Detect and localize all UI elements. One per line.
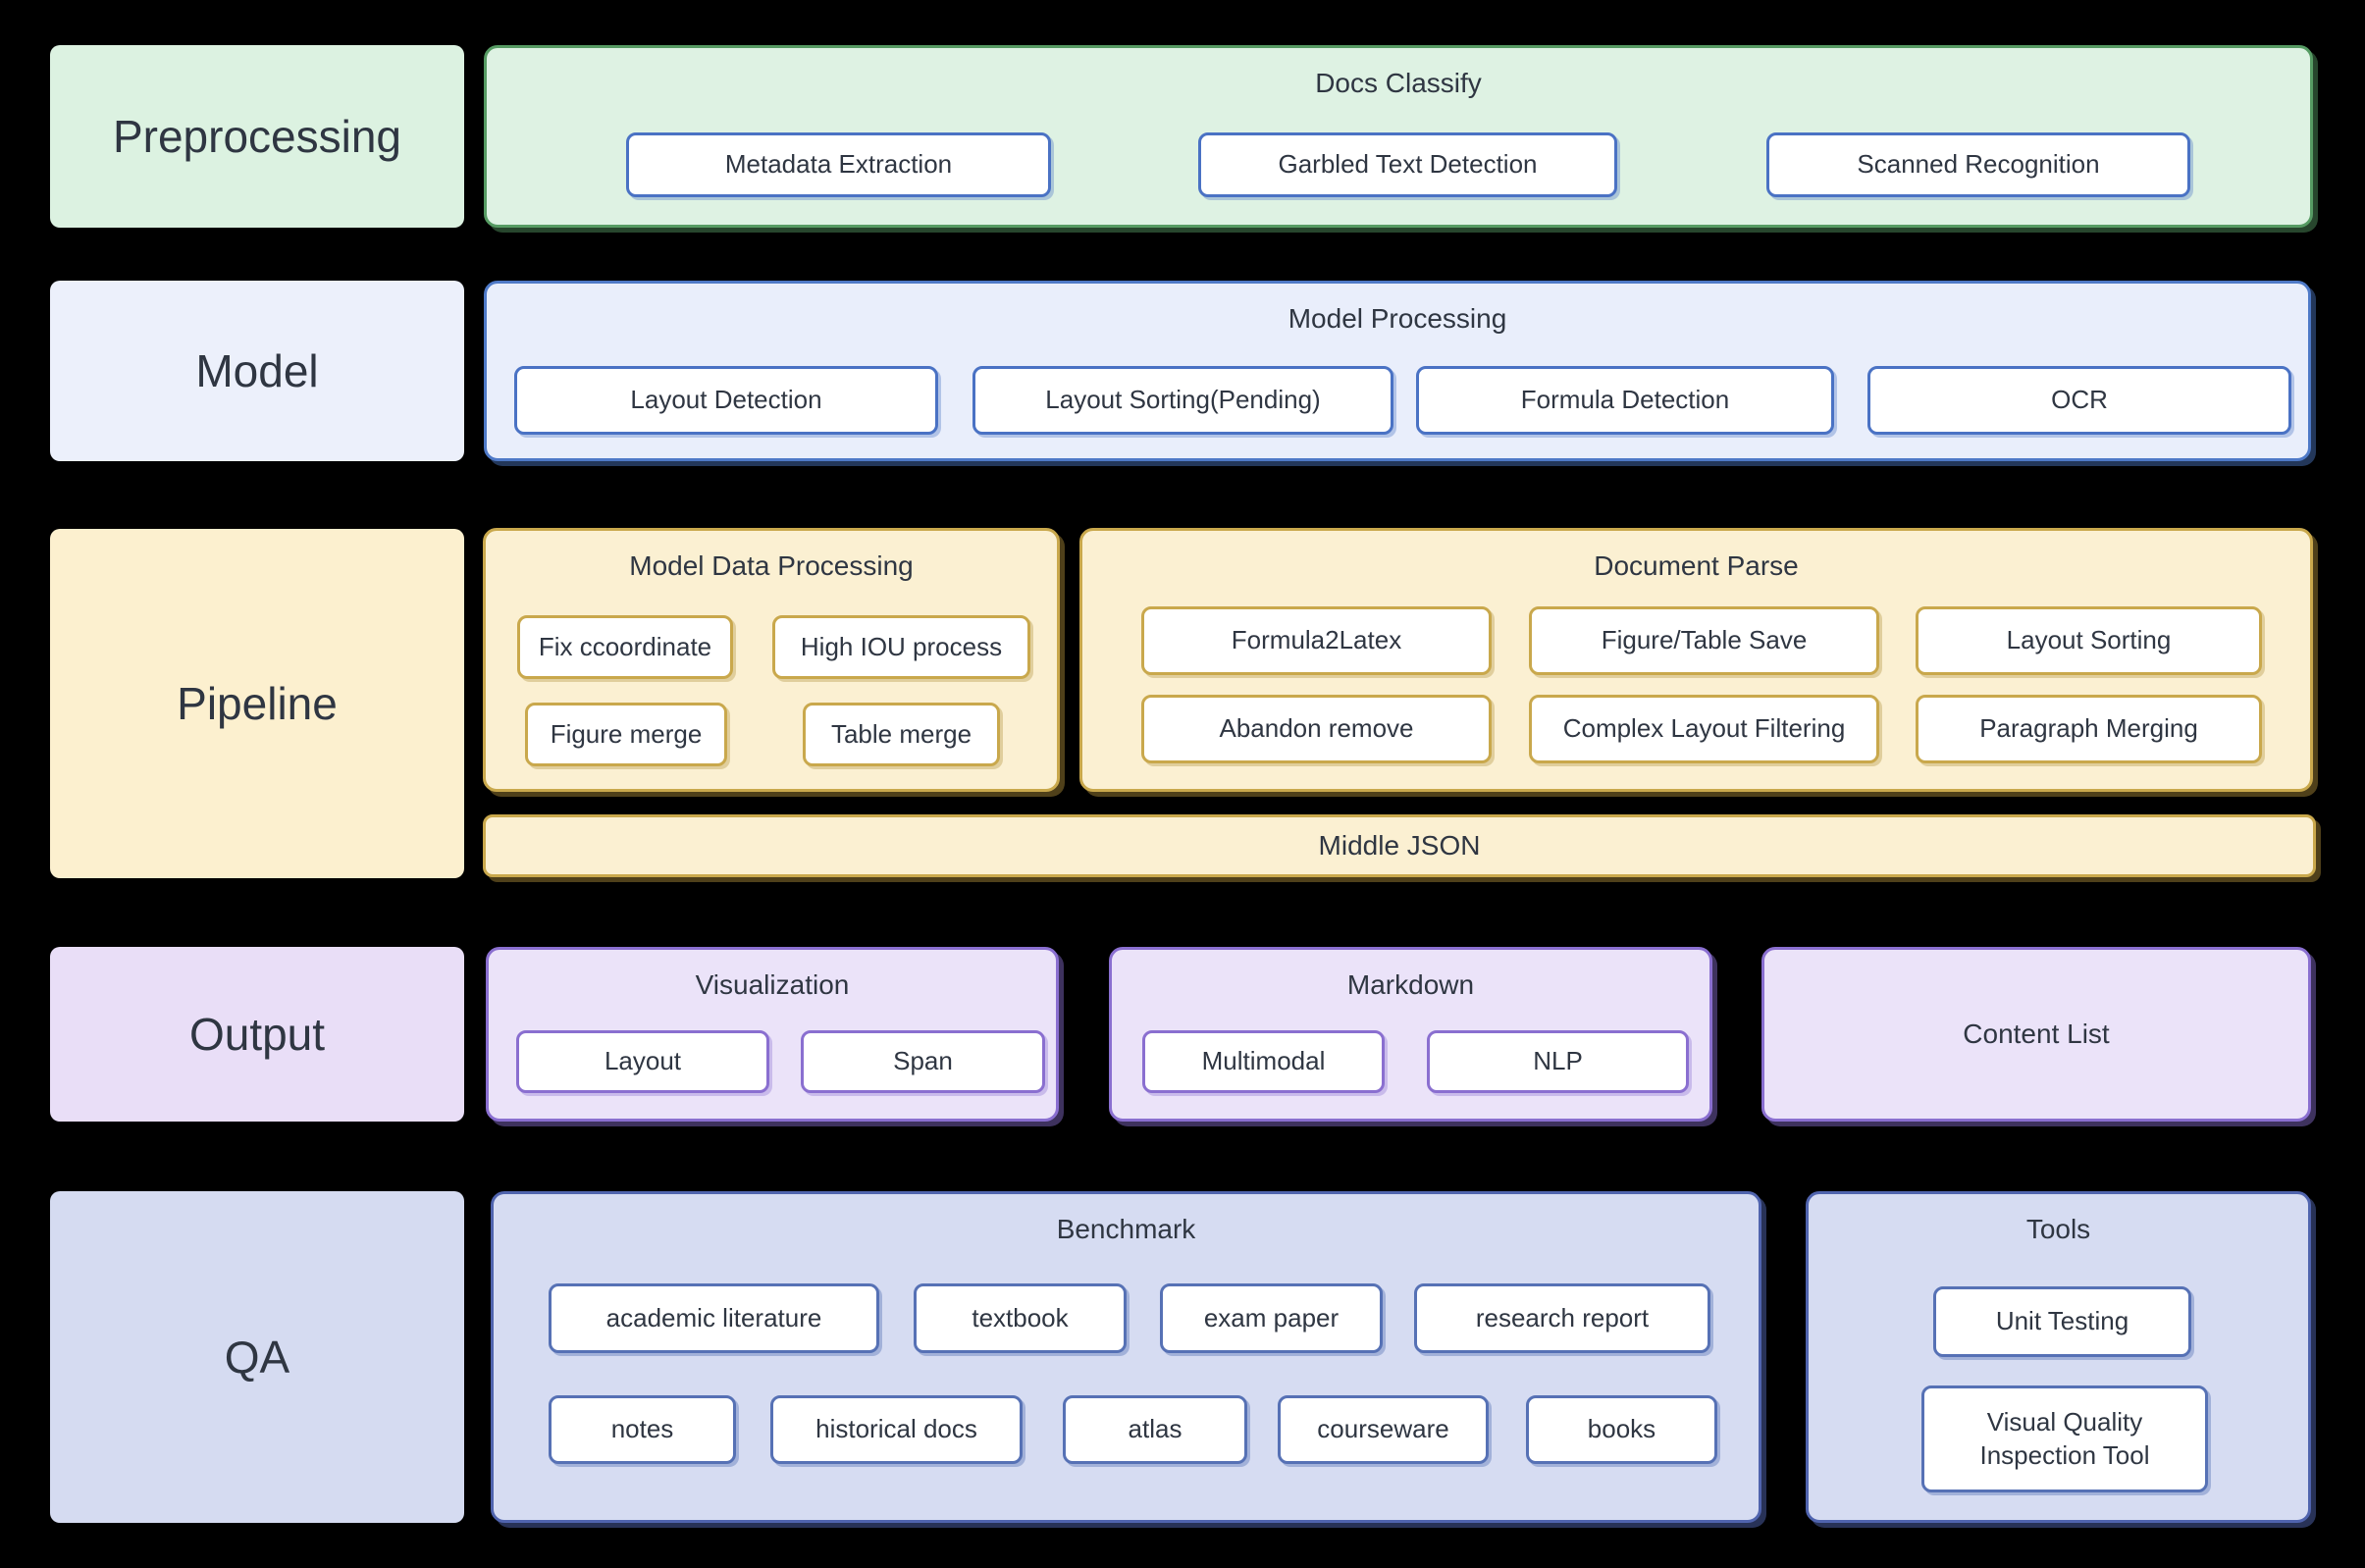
node-exam-paper: exam paper [1160, 1283, 1383, 1353]
visualization-title: Visualization [695, 969, 850, 1000]
row-label-pipeline: Pipeline [50, 529, 464, 878]
node-complex-layout-filtering: Complex Layout Filtering [1529, 695, 1879, 763]
node-books: books [1526, 1395, 1717, 1464]
node-notes: notes [549, 1395, 736, 1464]
node-historical-docs: historical docs [770, 1395, 1023, 1464]
markdown-title: Markdown [1346, 969, 1475, 1000]
bar-middle-json: Middle JSON [483, 814, 2316, 877]
node-research-report: research report [1414, 1283, 1710, 1353]
benchmark-title: Benchmark [1056, 1214, 1196, 1244]
node-academic-literature: academic literature [549, 1283, 879, 1353]
docs-classify-title: Docs Classify [1315, 68, 1482, 98]
node-formula2latex: Formula2Latex [1141, 606, 1492, 675]
node-unit-testing: Unit Testing [1933, 1286, 2191, 1357]
container-document-parse: Document Parse Formula2Latex Figure/Tabl… [1079, 528, 2313, 792]
node-figure-table-save: Figure/Table Save [1529, 606, 1879, 675]
node-metadata-extraction: Metadata Extraction [626, 132, 1051, 197]
tools-title: Tools [2025, 1214, 2091, 1244]
container-tools: Tools Unit Testing Visual Quality Inspec… [1806, 1191, 2311, 1523]
document-parse-title: Document Parse [1594, 550, 1799, 581]
model-data-processing-title: Model Data Processing [629, 550, 914, 581]
node-garbled-text-detection: Garbled Text Detection [1198, 132, 1617, 197]
row-label-model: Model [50, 281, 464, 461]
node-formula-detection: Formula Detection [1416, 366, 1834, 435]
model-processing-title: Model Processing [1288, 303, 1507, 334]
node-table-merge: Table merge [803, 703, 1000, 766]
node-layout-sorting: Layout Sorting [1916, 606, 2262, 675]
node-courseware: courseware [1278, 1395, 1489, 1464]
row-label-output: Output [50, 947, 464, 1122]
container-content-list: Content List [1761, 947, 2311, 1122]
node-textbook: textbook [914, 1283, 1127, 1353]
node-figure-merge: Figure merge [525, 703, 727, 766]
node-layout-sorting-pending: Layout Sorting(Pending) [972, 366, 1393, 435]
container-model-data-processing: Model Data Processing Fix ccoordinate Hi… [483, 528, 1060, 792]
node-layout-detection: Layout Detection [514, 366, 938, 435]
container-markdown: Markdown Multimodal NLP [1109, 947, 1712, 1122]
node-fix-ccoordinate: Fix ccoordinate [517, 615, 733, 679]
node-paragraph-merging: Paragraph Merging [1916, 695, 2262, 763]
node-scanned-recognition: Scanned Recognition [1766, 132, 2190, 197]
node-high-iou-process: High IOU process [772, 615, 1030, 679]
node-layout: Layout [516, 1030, 769, 1093]
container-benchmark: Benchmark academic literature textbook e… [491, 1191, 1761, 1523]
node-visual-quality-inspection-tool: Visual Quality Inspection Tool [1921, 1385, 2208, 1492]
container-docs-classify: Docs Classify Metadata Extraction Garble… [484, 45, 2313, 228]
container-model-processing: Model Processing Layout Detection Layout… [484, 281, 2311, 461]
row-label-qa: QA [50, 1191, 464, 1523]
node-ocr: OCR [1867, 366, 2291, 435]
node-atlas: atlas [1063, 1395, 1247, 1464]
node-span: Span [801, 1030, 1045, 1093]
node-multimodal: Multimodal [1142, 1030, 1385, 1093]
row-label-preprocessing: Preprocessing [50, 45, 464, 228]
node-abandon-remove: Abandon remove [1141, 695, 1492, 763]
container-visualization: Visualization Layout Span [486, 947, 1059, 1122]
node-nlp: NLP [1427, 1030, 1689, 1093]
